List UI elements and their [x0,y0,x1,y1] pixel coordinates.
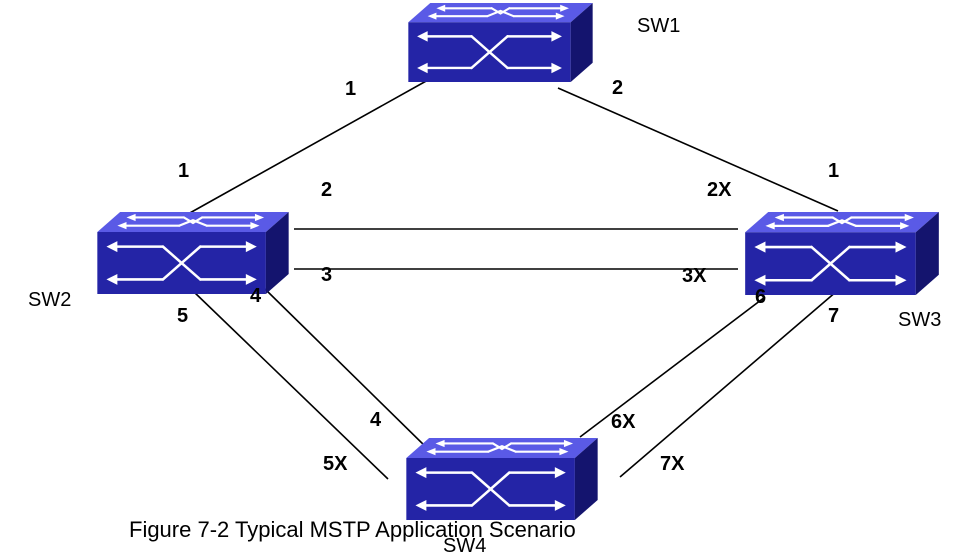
switch-sw2-icon [95,212,291,294]
link-sw3-sw4-a [579,296,766,438]
port-sw2-4: 4 [250,285,262,307]
switch-sw1-icon [406,3,595,82]
switch-sw1-label: SW1 [637,15,680,37]
port-sw3-1: 1 [828,160,839,182]
link-sw2-sw4-a [264,288,429,450]
switch-sw2-label: SW2 [28,289,71,311]
port-sw3-6: 6 [755,286,766,308]
port-sw2-2: 2 [321,179,332,201]
link-sw2-sw4-b [192,290,389,480]
link-sw3-sw4-b [619,290,838,478]
port-sw1-2: 2 [612,77,623,99]
switch-sw4-label: SW4 [443,535,486,553]
port-sw4-4: 4 [370,409,382,431]
port-sw2-1: 1 [178,160,189,182]
port-sw4-5x: 5X [323,453,348,475]
switch-sw4-icon [404,438,600,520]
link-sw1-sw2 [187,79,429,215]
port-sw2-5: 5 [177,305,188,327]
port-sw3-2x: 2X [707,179,732,201]
port-sw1-1: 1 [345,78,356,100]
port-sw3-3x: 3X [682,265,707,287]
link-sw1-sw3 [557,87,839,212]
port-sw4-7x: 7X [660,453,685,475]
port-sw2-3: 3 [321,264,332,286]
switch-sw3-label: SW3 [898,309,941,331]
port-sw4-6x: 6X [611,411,636,433]
switch-sw3-icon [743,212,941,295]
port-sw3-7: 7 [828,305,839,327]
figure-caption: Figure 7-2 Typical MSTP Application Scen… [129,517,576,542]
